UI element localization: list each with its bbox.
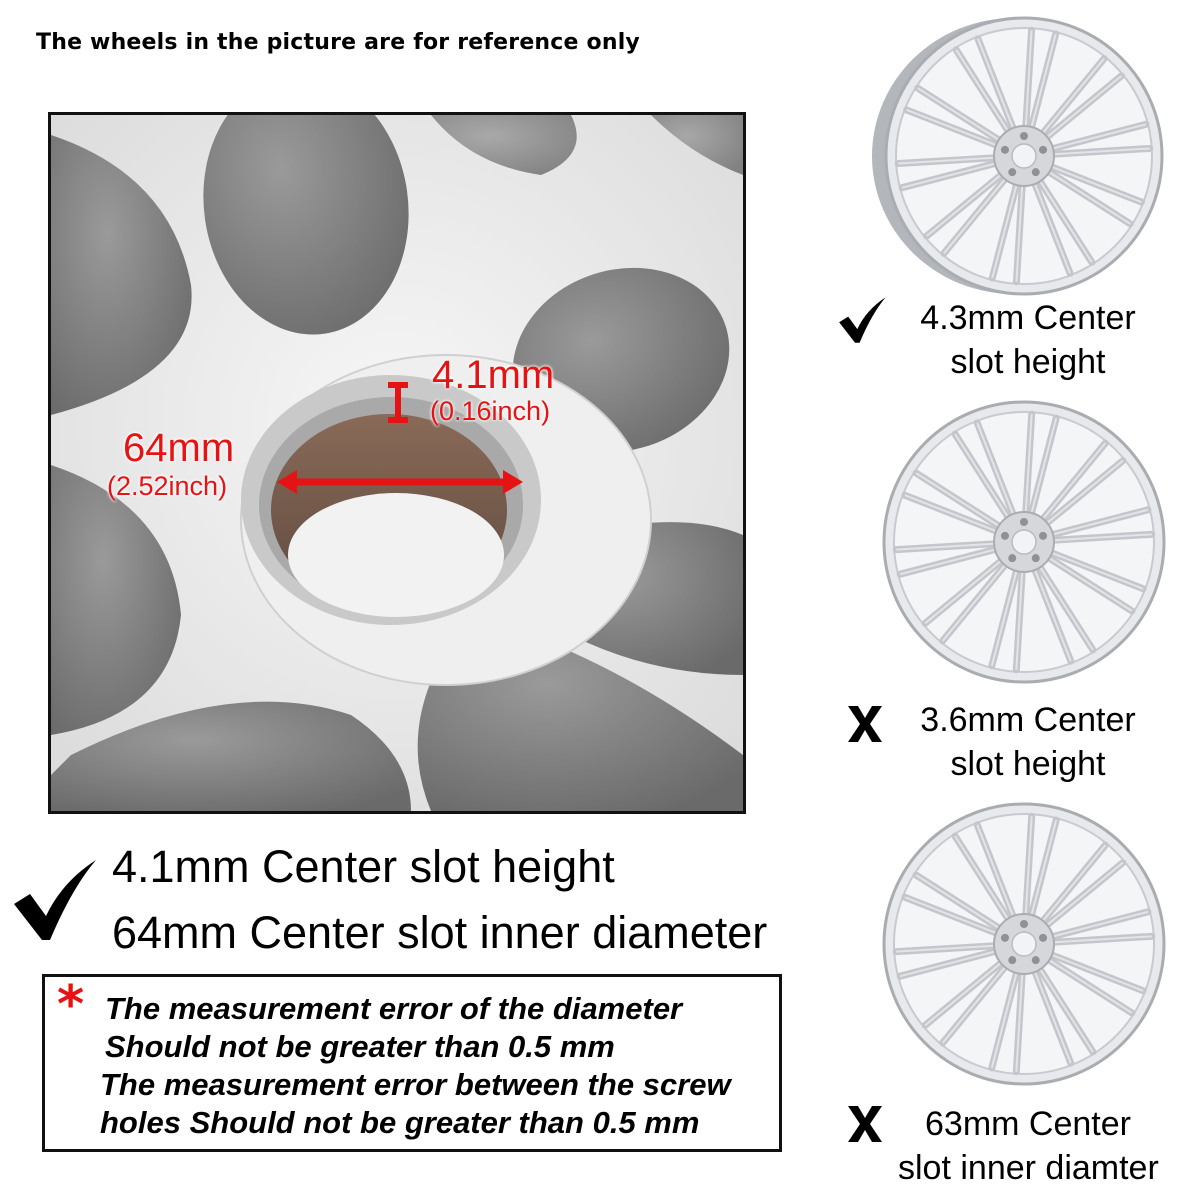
main-spec-height: 4.1mm Center slot height	[112, 841, 615, 892]
option-3-cross-icon	[848, 1106, 882, 1142]
option-3-line-1: 63mm Center	[925, 1105, 1131, 1143]
reference-note: The wheels in the picture are for refere…	[36, 30, 640, 55]
option-3-line-2: slot inner diamter	[898, 1149, 1159, 1187]
diameter-arrow	[277, 470, 523, 494]
height-label: 4.1mm	[432, 353, 555, 397]
measurement-note-box: * The measurement error of the diameter …	[42, 974, 782, 1152]
diameter-label: 64mm	[123, 426, 235, 470]
hub-photo-illustration	[51, 115, 743, 811]
option-2-line-1: 3.6mm Center	[920, 701, 1136, 739]
asterisk-icon: *	[57, 975, 85, 1035]
note-line-4: holes Should not be greater than 0.5 mm	[100, 1105, 700, 1140]
note-line-3: The measurement error between the screw	[100, 1067, 731, 1102]
wheel-option-3-image	[882, 802, 1166, 1086]
option-2-caption: 3.6mm Center slot height	[898, 698, 1158, 786]
height-label-inch: (0.16inch)	[430, 396, 551, 426]
note-line-1: The measurement error of the diameter	[105, 991, 683, 1026]
diameter-label-inch: (2.52inch)	[107, 471, 228, 501]
note-line-2: Should not be greater than 0.5 mm	[105, 1029, 615, 1064]
option-1-check-icon	[839, 297, 886, 343]
option-1-line-2: slot height	[950, 343, 1106, 381]
wheel-icon	[872, 16, 1164, 296]
wheel-icon	[882, 802, 1166, 1086]
option-1-line-1: 4.3mm Center	[920, 299, 1136, 337]
height-marker	[388, 382, 408, 423]
checkmark-icon	[14, 860, 96, 940]
option-2-cross-icon	[848, 706, 882, 742]
option-1-caption: 4.3mm Center slot height	[898, 296, 1158, 384]
wheel-option-2-image	[882, 400, 1166, 684]
option-3-caption: 63mm Center slot inner diamter	[898, 1102, 1159, 1190]
wheel-icon	[882, 400, 1166, 684]
wheel-option-1-image	[872, 16, 1164, 296]
hub-closeup-photo: 4.1mm (0.16inch) 64mm (2.52inch)	[48, 112, 746, 814]
option-2-line-2: slot height	[950, 745, 1106, 783]
main-spec-diameter: 64mm Center slot inner diameter	[112, 907, 768, 958]
